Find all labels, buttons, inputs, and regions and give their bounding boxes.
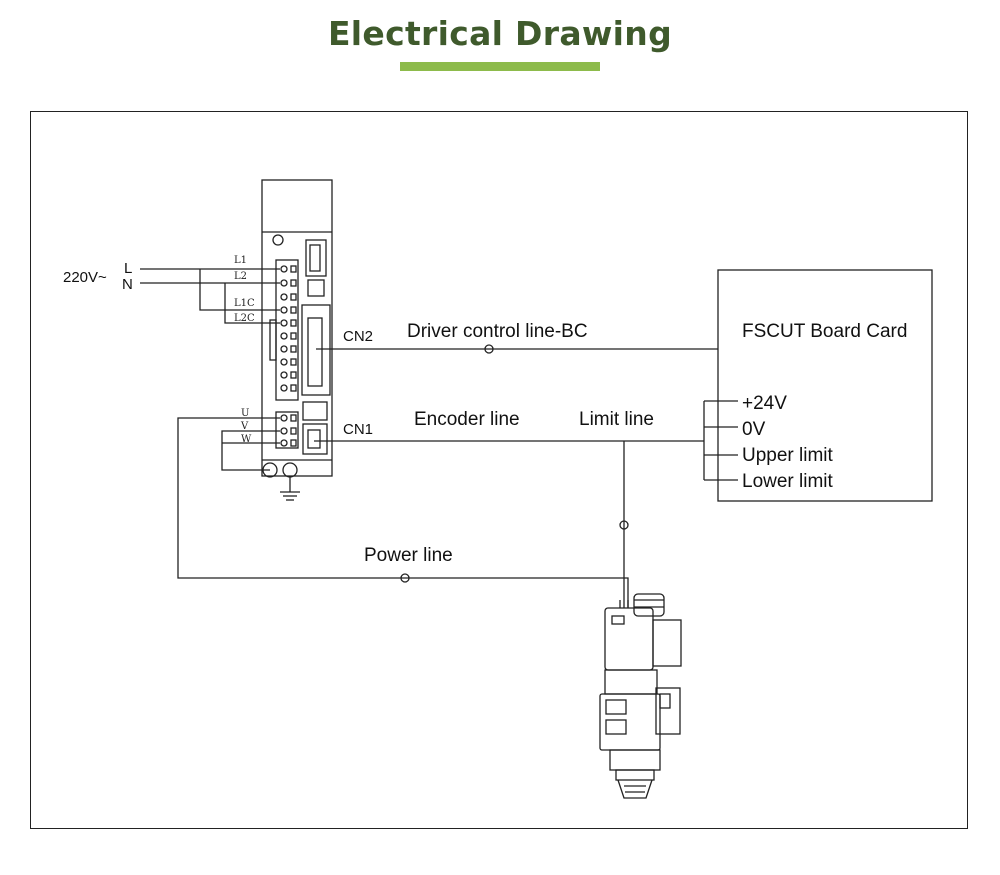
neutral-label: N xyxy=(122,276,133,293)
terminal-l1-label: L1 xyxy=(234,255,247,266)
line-marker xyxy=(619,520,629,530)
limit-line-label: Limit line xyxy=(579,409,654,430)
live-label: L xyxy=(124,260,132,277)
terminal-screws xyxy=(280,265,297,447)
driver-control-line-label: Driver control line-BC xyxy=(407,321,588,342)
title-underline xyxy=(400,62,600,71)
pin-0v-label: 0V xyxy=(742,419,766,440)
line-marker xyxy=(400,573,410,583)
encoder-line-label: Encoder line xyxy=(414,409,520,430)
diagram-frame xyxy=(30,111,968,829)
laser-cutting-head xyxy=(599,593,682,799)
terminal-v-label: V xyxy=(240,421,249,432)
pin-24v-label: +24V xyxy=(742,393,787,414)
line-marker xyxy=(484,344,494,354)
page-title: Electrical Drawing xyxy=(327,14,673,53)
cn1-label: CN1 xyxy=(343,421,373,438)
pin-lower-limit-label: Lower limit xyxy=(742,471,834,492)
terminal-u-label: U xyxy=(241,408,249,419)
pin-upper-limit-label: Upper limit xyxy=(742,445,834,466)
servo-driver xyxy=(261,179,333,501)
board-card-box xyxy=(717,269,933,502)
power-line-label: Power line xyxy=(364,545,453,566)
supply-voltage-label: 220V~ xyxy=(63,269,107,286)
power-input-wires xyxy=(140,268,280,324)
board-card-title: FSCUT Board Card xyxy=(742,321,907,342)
terminal-l1c-label: L1C xyxy=(234,298,255,309)
terminal-l2c-label: L2C xyxy=(234,313,255,324)
terminal-l2-label: L2 xyxy=(234,271,247,282)
motor-wires xyxy=(177,417,629,608)
cn2-label: CN2 xyxy=(343,328,373,345)
board-card-pin-wires xyxy=(703,400,738,481)
terminal-w-label: W xyxy=(241,434,252,445)
